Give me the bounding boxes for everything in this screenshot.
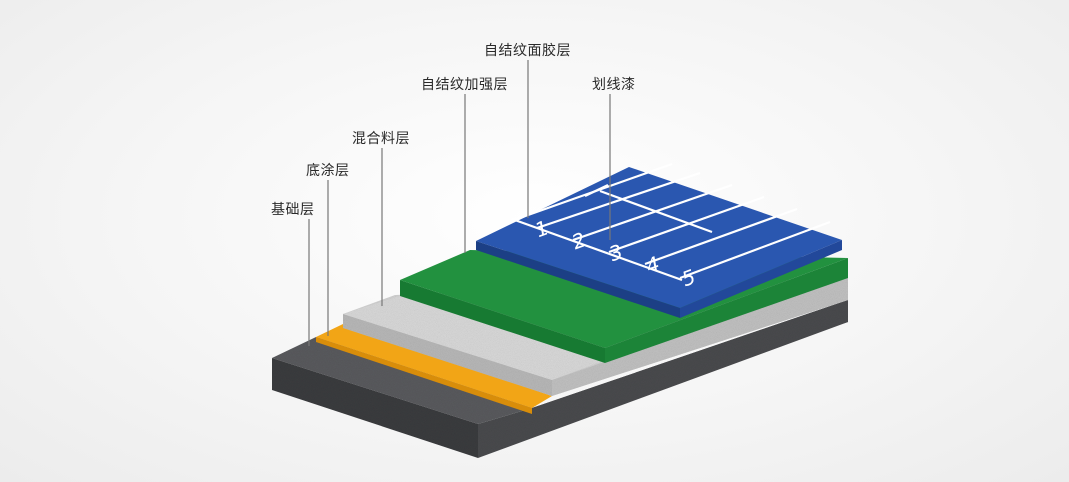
- lane-line-2: [536, 171, 701, 230]
- lane-line-6: [679, 220, 831, 280]
- box-edge: [584, 184, 609, 197]
- label-mix-layer: 混合料层: [352, 131, 410, 147]
- lane-line-3: [572, 183, 733, 242]
- mix-layer-top-face: [343, 296, 605, 380]
- lane-line-5: [644, 207, 798, 266]
- primer-layer-top: [316, 324, 552, 408]
- lane-numbers: 1 2 3 4 5: [534, 215, 697, 292]
- base-layer-front: [272, 358, 478, 458]
- base-layer: [272, 300, 848, 458]
- lane-line-4: [608, 195, 765, 254]
- label-primer-layer: 底涂层: [306, 163, 350, 179]
- mix-layer-side: [552, 278, 848, 396]
- lane-number-4: 4: [645, 251, 661, 279]
- base-layer-side: [478, 300, 848, 458]
- lane-markings: [511, 162, 831, 282]
- label-reinforcement-layer: 自结纹加强层: [421, 77, 508, 93]
- surface-layer-front: [476, 241, 680, 318]
- mix-layer-front: [343, 314, 552, 396]
- label-line-paint: 划线漆: [592, 77, 636, 93]
- leader-lines: [308, 60, 611, 346]
- start-line: [511, 217, 683, 282]
- lane-number-2: 2: [571, 227, 587, 255]
- lane-number-1: 1: [534, 215, 550, 243]
- surface-layer-top: [476, 167, 842, 308]
- surface-layer-side: [680, 240, 842, 318]
- base-layer-top: [272, 337, 532, 424]
- surface-layer: [476, 167, 842, 318]
- label-surface-layer: 自结纹面胶层: [484, 43, 571, 59]
- primer-layer-front: [316, 337, 532, 414]
- reinforcement-layer-front: [400, 280, 605, 363]
- lane-number-5: 5: [681, 264, 697, 292]
- reinforcement-layer-side: [605, 258, 848, 363]
- label-base-layer: 基础层: [271, 202, 315, 218]
- finish-box-line: [599, 189, 713, 234]
- lane-number-3: 3: [608, 239, 624, 267]
- primer-layer: [316, 324, 552, 414]
